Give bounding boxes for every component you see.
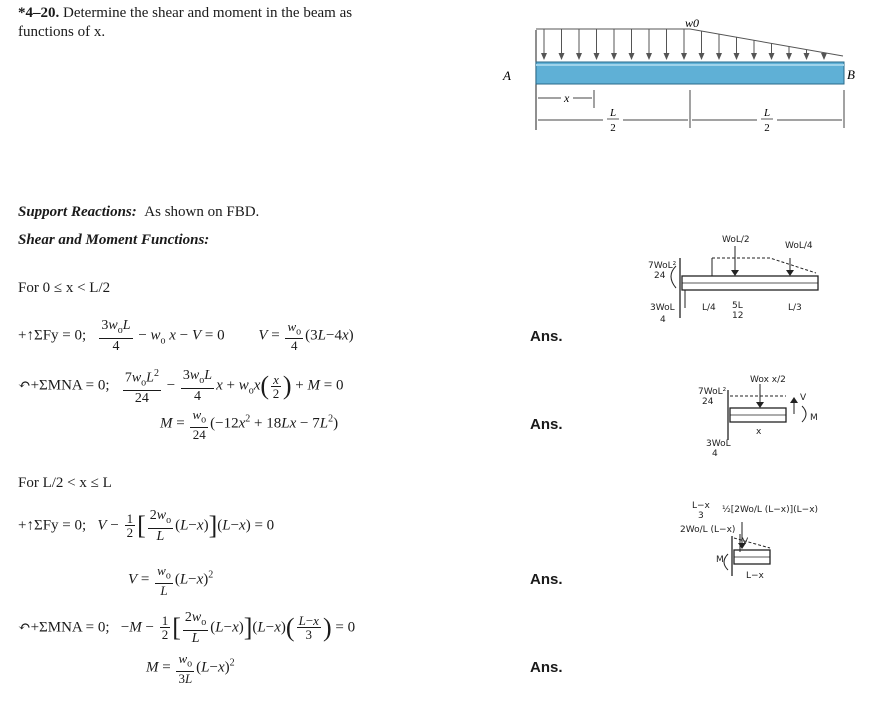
svg-text:24: 24 [654, 271, 666, 281]
region1-ans1: Ans. [530, 328, 563, 345]
fbd-section1-sketch: 7WoL² 24 3WoL 4 Wox x/2 V M x [698, 375, 818, 459]
load-arrow-head [751, 53, 757, 60]
problem-statement: *4–20. Determine the shear and moment in… [18, 4, 352, 42]
load-arrow-head [681, 53, 687, 60]
load-arrow-head [716, 53, 722, 60]
load-arrow-head [786, 53, 792, 60]
load-arrow-head [646, 53, 652, 60]
problem-text-line2: functions of x. [18, 24, 106, 40]
problem-text-line1: Determine the shear and moment in the be… [63, 5, 353, 21]
load-arrow-head [803, 53, 810, 60]
svg-text:3WoL: 3WoL [650, 303, 675, 313]
support-b-label: B [847, 67, 855, 82]
load-arrow-head [821, 53, 827, 60]
svg-text:WoL/2: WoL/2 [722, 235, 750, 245]
load-arrow-head [733, 53, 740, 60]
svg-text:x: x [756, 427, 762, 437]
svg-text:M: M [716, 555, 724, 565]
region1-ans2: Ans. [530, 416, 563, 433]
support-reactions-line: Support Reactions: As shown on FBD. [18, 204, 259, 221]
region2-label: For L/2 < x ≤ L [18, 475, 112, 491]
svg-text:Wox x/2: Wox x/2 [750, 375, 786, 385]
beam-body [535, 61, 845, 85]
svg-text:V: V [742, 537, 749, 547]
svg-text:12: 12 [732, 311, 743, 321]
svg-text:4: 4 [712, 449, 718, 459]
svg-text:L−x: L−x [746, 571, 765, 581]
svg-text:V: V [800, 393, 807, 403]
functions-heading: Shear and Moment Functions: [18, 232, 210, 248]
svg-text:3WoL: 3WoL [706, 439, 731, 449]
dim-half1-den: 2 [610, 122, 616, 134]
load-arrow-head [576, 53, 582, 60]
svg-text:7WoL²: 7WoL² [648, 261, 677, 271]
support-a-label: A [502, 68, 511, 83]
svg-text:24: 24 [702, 397, 714, 407]
load-arrow-head [663, 53, 670, 60]
dim-half1-num: L [609, 107, 616, 119]
support-reactions-heading: Support Reactions: [18, 204, 137, 220]
svg-text:3: 3 [698, 511, 704, 521]
fbd-full-beam-sketch: 7WoL² 24 3WoL 4 WoL/2 WoL/4 5L 12 L/3 L/… [648, 235, 819, 325]
svg-text:5L: 5L [732, 301, 743, 311]
svg-text:2Wo/L (L−x): 2Wo/L (L−x) [680, 525, 735, 535]
svg-text:4: 4 [660, 315, 666, 325]
svg-text:WoL/4: WoL/4 [785, 241, 813, 251]
load-arrow-head [698, 53, 705, 60]
svg-text:L−x: L−x [692, 501, 711, 511]
region2-ans2: Ans. [530, 659, 563, 676]
region2-eq-fy-lhs: +↑ΣFy = 0; [18, 517, 87, 534]
load-label: w0 [685, 16, 699, 30]
load-arrow-head [768, 53, 775, 60]
load-arrow-head [628, 53, 635, 60]
dim-half2-den: 2 [764, 122, 770, 134]
load-arrow-head [593, 53, 600, 60]
load-arrows [541, 29, 827, 60]
region1-eq-m-lhs: ↶+ΣMNA = 0; [18, 377, 110, 394]
load-arrow-head [541, 53, 547, 60]
load-arrow-head [558, 53, 565, 60]
problem-number: *4–20. [18, 5, 60, 21]
region2-ans1: Ans. [530, 571, 563, 588]
fbd-section2-sketch: L−x 3 ½[2Wo/L (L−x)](L−x) 2Wo/L (L−x) M … [680, 501, 818, 581]
svg-text:½[2Wo/L (L−x)](L−x): ½[2Wo/L (L−x)](L−x) [722, 505, 818, 515]
region2-eq-m-lhs: ↶+ΣMNA = 0; [18, 619, 110, 636]
dim-half2-num: L [763, 107, 770, 119]
svg-text:L/4: L/4 [702, 303, 716, 313]
support-reactions-text: As shown on FBD. [144, 204, 260, 220]
svg-text:M: M [810, 413, 818, 423]
region1-label: For 0 ≤ x < L/2 [18, 280, 111, 296]
region1-eq-fy-lhs: +↑ΣFy = 0; [18, 327, 87, 344]
load-outline [536, 28, 844, 57]
load-arrow-head [611, 53, 617, 60]
svg-text:L/3: L/3 [788, 303, 802, 313]
dim-x-label: x [563, 91, 570, 105]
svg-text:7WoL²: 7WoL² [698, 387, 727, 397]
beam-figure: A B w0 x L 2 L 2 [502, 16, 855, 134]
